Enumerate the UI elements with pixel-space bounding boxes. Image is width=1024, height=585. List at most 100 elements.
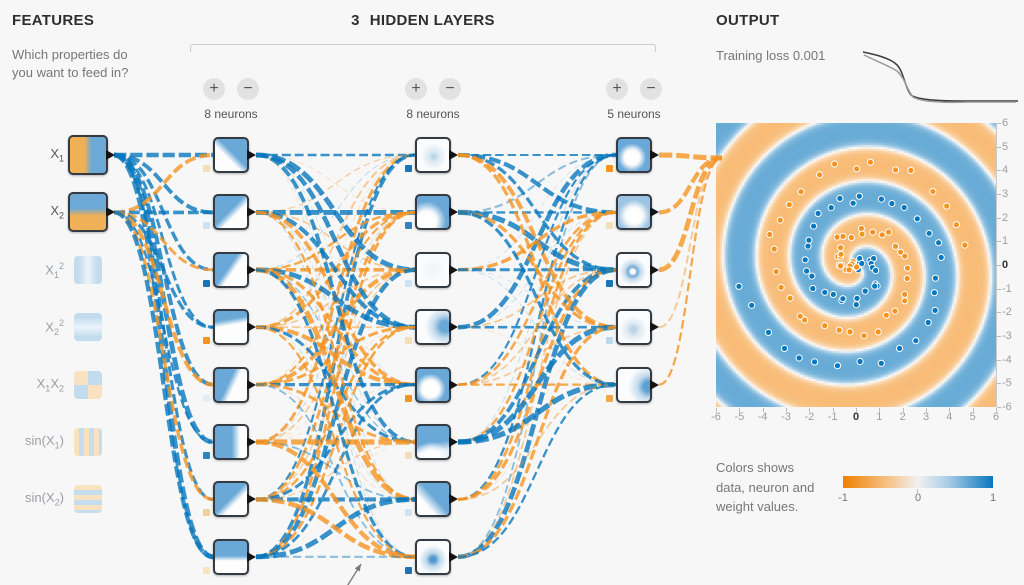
data-points-positive-class-blue (735, 192, 945, 370)
layer-3-remove-neuron-button[interactable]: − (640, 78, 662, 100)
connection-line (255, 212, 416, 443)
hidden-neuron-1-2[interactable] (203, 194, 256, 231)
output-title: OUTPUT (716, 12, 780, 29)
connection-line (457, 210, 617, 387)
connection-line (658, 156, 723, 386)
x-axis-tick-label: 2 (899, 411, 906, 423)
y-axis-tick-label: -6 (1002, 401, 1012, 413)
hidden-neuron-2-2[interactable] (405, 194, 458, 231)
connection-line (255, 383, 416, 501)
connection-line (457, 152, 617, 330)
hidden-neuron-1-7[interactable] (203, 481, 256, 518)
connection-line (457, 211, 617, 386)
connection-line (255, 212, 416, 443)
feature-x2[interactable] (68, 192, 115, 233)
hidden-neuron-2-7[interactable] (405, 481, 458, 518)
connection-line (255, 325, 416, 559)
layer-1-remove-neuron-button[interactable]: − (237, 78, 259, 100)
layer-1-add-neuron-button[interactable]: + (203, 78, 225, 100)
hidden-neuron-1-6[interactable] (203, 424, 256, 460)
y-axis-tick-mark (997, 217, 1001, 219)
training-loss-label: Training loss 0.001 (716, 48, 826, 63)
hidden-neuron-3-5[interactable] (606, 366, 659, 403)
y-axis-tick-label: 3 (1002, 188, 1009, 200)
layer-2-add-neuron-button[interactable]: + (405, 78, 427, 100)
connection-line (255, 154, 416, 213)
connection-line (457, 383, 617, 501)
hidden-neuron-1-4[interactable] (203, 309, 256, 346)
data-points-layer (735, 158, 969, 370)
connection-line (113, 210, 214, 387)
x-axis-tick-mark (809, 408, 811, 412)
x-axis-tick-mark (786, 408, 787, 412)
connection-line (457, 269, 617, 386)
feature-x1-squared[interactable] (74, 255, 102, 284)
connection-line (457, 154, 617, 271)
feature-label-sin-x1: sin(X1) (25, 433, 64, 451)
connection-line (255, 384, 416, 443)
color-scale-tick-label: -1 (838, 492, 848, 504)
x-axis-tick-label: -2 (804, 411, 815, 423)
x-axis-tick-mark (832, 408, 834, 412)
y-axis-tick-mark (997, 170, 1001, 172)
feature-x1[interactable] (68, 135, 115, 175)
color-scale-tick-label: 0 (914, 492, 922, 504)
bias-indicator (405, 509, 412, 517)
y-axis-tick-mark (997, 383, 1001, 385)
hidden-neuron-1-5[interactable] (203, 366, 256, 403)
feature-sin-x2[interactable] (74, 485, 102, 514)
hidden-neuron-3-3[interactable] (606, 251, 659, 288)
bias-indicator (203, 337, 210, 345)
connection-line (255, 497, 416, 560)
hidden-neuron-3-4[interactable] (606, 309, 659, 346)
feature-label-x1x2: X1X2 (36, 375, 64, 394)
hidden-neuron-2-5[interactable] (405, 366, 458, 403)
connection-line (457, 268, 617, 502)
connection-line (457, 269, 617, 328)
hidden-neuron-2-8[interactable] (405, 538, 458, 575)
x-axis-tick-mark (972, 408, 974, 412)
feature-x2-squared[interactable] (74, 313, 102, 342)
layer-2-neuron-count-label: 8 neurons (406, 107, 460, 121)
y-axis-tick-label: 4 (1002, 164, 1009, 177)
connection-line (255, 211, 416, 501)
hidden-neuron-2-1[interactable] (405, 137, 458, 173)
hidden-neuron-3-1[interactable] (606, 137, 659, 173)
x-axis-tick-label: 0 (852, 411, 860, 423)
connection-line (113, 211, 214, 444)
connection-line (255, 267, 416, 330)
layer-2-remove-neuron-button[interactable]: − (439, 78, 461, 100)
hidden-neuron-2-4[interactable] (405, 309, 458, 346)
hidden-neuron-3-2[interactable] (606, 194, 659, 231)
hidden-neuron-2-6[interactable] (405, 424, 458, 460)
hidden-neuron-1-3[interactable] (203, 251, 256, 288)
y-axis-tick-mark (997, 146, 1001, 148)
layer-3-add-neuron-button[interactable]: + (606, 78, 628, 100)
y-axis-tick-label: -3 (1002, 330, 1012, 342)
x-axis-tick-mark (762, 408, 764, 412)
connection-line (255, 383, 416, 559)
x-axis-tick-mark (739, 408, 741, 412)
feature-sin-x1[interactable] (74, 428, 102, 456)
hidden-neuron-1-1[interactable] (203, 137, 256, 173)
hidden-neuron-1-8[interactable] (203, 538, 256, 575)
connection-line (113, 153, 214, 501)
connection-line (457, 209, 617, 273)
x-axis-tick-label: 3 (922, 411, 930, 423)
bias-indicator (405, 222, 412, 230)
y-axis-tick-mark (997, 359, 1001, 361)
bias-indicator (606, 279, 613, 287)
y-axis-tick-mark (997, 407, 1001, 408)
output-plot (716, 123, 997, 407)
legend-text: Colors shows data, neuron and weight val… (716, 460, 815, 514)
y-axis-tick-label: -4 (1002, 353, 1012, 366)
layers-bracket (190, 44, 656, 52)
connection-line (113, 153, 214, 272)
connection-line (255, 267, 416, 502)
hidden-neuron-2-3[interactable] (405, 251, 458, 288)
connection-line (255, 268, 416, 329)
y-axis-tick-label: 1 (1002, 235, 1009, 248)
x-axis-tick-mark (856, 408, 857, 412)
feature-x1x2[interactable] (74, 370, 102, 399)
